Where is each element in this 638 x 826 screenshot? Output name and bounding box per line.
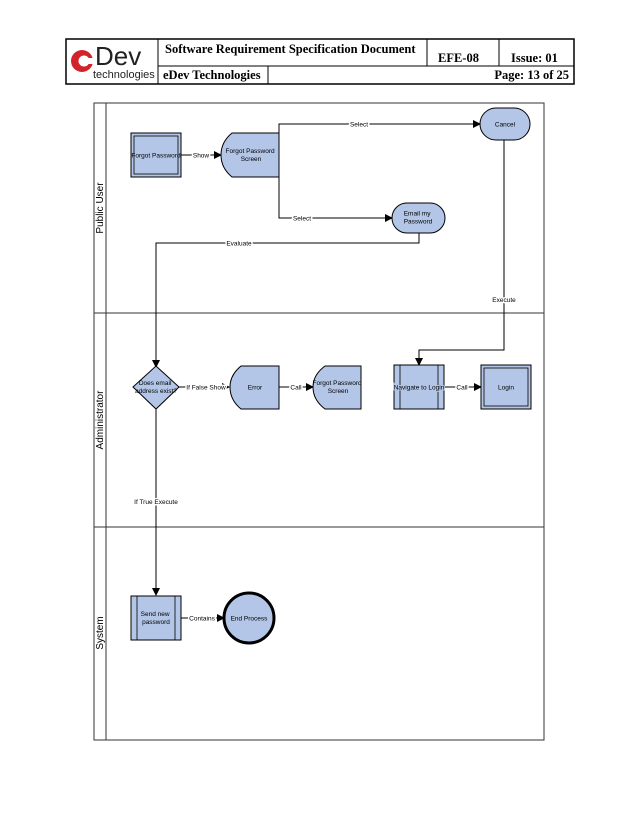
edge-label-contains: Contains — [189, 616, 215, 623]
document-title: Software Requirement Specification Docum… — [165, 42, 416, 56]
node-label: Forgot Password Screen — [313, 380, 364, 395]
logo-subtitle: technologies — [93, 69, 155, 81]
node-label: Navigate to Login — [394, 385, 445, 392]
document-code: EFE-08 — [438, 51, 479, 65]
edge-label-if-true-execute: If True Execute — [134, 499, 178, 506]
node-label-line: Send new — [141, 611, 170, 618]
lanes: Public User Administrator System — [93, 102, 545, 741]
node-error: Error — [229, 365, 280, 410]
issue-number: Issue: 01 — [511, 51, 558, 65]
node-label-line: address exist? — [135, 388, 177, 395]
node-label-line: Email my — [404, 211, 431, 218]
node-login: Login — [480, 364, 532, 410]
lane-label-administrator: Administrator — [95, 390, 106, 450]
node-label: Does email address exist? — [135, 380, 177, 395]
node-label: Error — [248, 385, 263, 392]
node-label-line: Screen — [241, 156, 262, 163]
lane-label-system: System — [95, 616, 106, 649]
edge-labels: Show Select Select Evaluate Execute If F… — [133, 120, 518, 624]
edge-label-show: Show — [193, 153, 210, 160]
node-send-new-password: Send new password — [130, 595, 182, 641]
edge-label-select-cancel: Select — [350, 122, 368, 129]
node-cancel: Cancel — [479, 107, 531, 141]
node-label-line: Does email — [139, 380, 172, 387]
node-label-line: Screen — [328, 388, 349, 395]
node-end-process: End Process — [222, 591, 276, 645]
document-header: Dev technologies Software Requirement Sp… — [65, 38, 575, 85]
company-name: eDev Technologies — [163, 68, 261, 82]
company-logo: Dev technologies — [69, 41, 155, 82]
node-does-email-exist: Does email address exist? — [132, 365, 180, 410]
header-grid — [65, 38, 575, 85]
node-label-line: Forgot Password — [226, 148, 276, 155]
edge-evaluate — [152, 232, 420, 368]
node-label: Forgot Password Screen — [226, 148, 277, 163]
edge-label-call-error: Call — [290, 385, 302, 392]
node-forgot-password-screen: Forgot Password Screen — [220, 132, 280, 178]
node-label-line: password — [142, 619, 170, 626]
node-forgot-password: Forgot Password — [130, 132, 182, 178]
nodes: Forgot Password Forgot Password Screen C… — [130, 107, 532, 645]
node-navigate-to-login: Navigate to Login — [393, 364, 446, 410]
edge-label-select-email: Select — [293, 216, 311, 223]
node-label: Email my Password — [404, 211, 433, 226]
node-label: Login — [498, 385, 514, 392]
logo-brand: Dev — [95, 41, 142, 71]
logo-mark-icon — [71, 50, 93, 72]
edge-execute — [415, 140, 505, 366]
node-label: End Process — [231, 616, 269, 623]
edge-label-evaluate: Evaluate — [226, 241, 252, 248]
edge-label-call-login: Call — [456, 385, 468, 392]
node-label: Send new password — [141, 611, 172, 626]
edge-label-if-false-show: If False Show — [186, 385, 226, 392]
node-label-line: Password — [404, 219, 433, 226]
lane-label-public-user: Public User — [95, 182, 106, 234]
node-forgot-password-screen-2: Forgot Password Screen — [312, 365, 364, 410]
page-number: Page: 13 of 25 — [494, 68, 569, 82]
node-label: Forgot Password — [131, 153, 181, 160]
node-label-line: Forgot Password — [313, 380, 363, 387]
node-label: Cancel — [495, 122, 516, 129]
node-email-my-password: Email my Password — [391, 202, 446, 234]
edge-label-execute: Execute — [492, 297, 516, 304]
swimlane-frame — [93, 102, 545, 741]
